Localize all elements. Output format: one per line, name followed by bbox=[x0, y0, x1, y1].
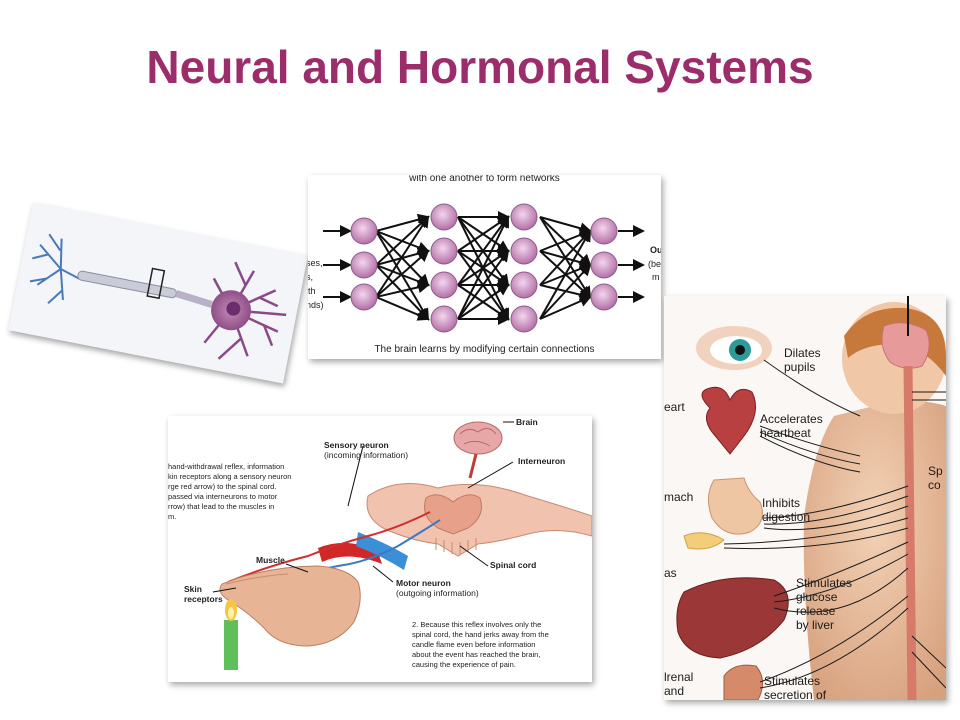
label-stomach-fragment: mach bbox=[664, 490, 694, 504]
step1-line-2: kin receptors along a sensory neuron bbox=[168, 472, 292, 481]
label-stimulates-1: Stimulates bbox=[796, 576, 853, 590]
network-neurons bbox=[350, 203, 618, 333]
step1-line-1: hand-withdrawal reflex, information bbox=[168, 462, 285, 471]
neural-network-diagram: with one another to form networks bbox=[308, 175, 661, 359]
step2-line-2: spinal cord, the hand jerks away from th… bbox=[412, 630, 549, 639]
sensory-pathway bbox=[227, 511, 431, 583]
step1-line-5: rrow) that lead to the muscles in bbox=[168, 502, 275, 511]
label-skin-receptors-2: receptors bbox=[184, 594, 223, 604]
step1-line-3: rge red arrow) to the spinal cord. bbox=[168, 482, 277, 491]
eye-illustration bbox=[696, 326, 772, 370]
brain-highlight bbox=[881, 322, 930, 369]
candle-illustration bbox=[224, 599, 238, 670]
label-sensory-neuron-sub: (incoming information) bbox=[324, 450, 409, 460]
network-left-fragment-2: s, bbox=[308, 272, 314, 282]
neuron-drawing bbox=[29, 233, 287, 360]
step2-line-5: causing the experience of pain. bbox=[412, 660, 516, 669]
stomach-illustration bbox=[708, 477, 763, 535]
step2-line-1: 2. Because this reflex involves only the bbox=[412, 620, 542, 629]
step1-line-6: m. bbox=[168, 512, 177, 521]
label-release: release bbox=[796, 604, 836, 618]
axon-highlight-box bbox=[146, 267, 166, 300]
label-heartbeat: heartbeat bbox=[760, 426, 811, 440]
label-spinal-cord: Spinal cord bbox=[490, 560, 537, 570]
network-left-fragment-1: ses, bbox=[308, 258, 323, 268]
label-adrenal-fragment-2: and bbox=[664, 684, 685, 698]
label-spinal-fragment-1: Sp bbox=[928, 464, 943, 478]
step2-line-3: candle flame even before information bbox=[412, 640, 536, 649]
label-stimulates-2: Stimulates bbox=[764, 674, 821, 688]
nucleus bbox=[226, 301, 241, 316]
label-accelerates: Accelerates bbox=[760, 412, 823, 426]
label-skin-receptors-1: Skin bbox=[184, 584, 202, 594]
label-pupils: pupils bbox=[784, 360, 816, 374]
neuron-illustration bbox=[8, 202, 308, 384]
step2-line-4: about the event has reached the brain, bbox=[412, 650, 541, 659]
label-brain: Brain bbox=[516, 417, 538, 427]
label-secretion-of: secretion of bbox=[764, 688, 827, 700]
pancreas-illustration bbox=[683, 532, 725, 550]
label-motor-neuron: Motor neuron bbox=[396, 578, 451, 588]
label-sensory-neuron: Sensory neuron bbox=[324, 440, 389, 450]
autonomic-body-diagram: Dilates pupils eart Accelerates heartbea… bbox=[664, 296, 946, 700]
network-connections bbox=[323, 211, 645, 325]
label-motor-neuron-sub: (outgoing information) bbox=[396, 588, 479, 598]
reflex-drawing bbox=[212, 421, 592, 670]
motor-arrow bbox=[356, 532, 408, 570]
liver-illustration bbox=[676, 577, 789, 659]
adrenal-illustration bbox=[723, 664, 763, 700]
label-muscle: Muscle bbox=[256, 555, 285, 565]
label-digestion: digestion bbox=[762, 510, 811, 524]
slide-title: Neural and Hormonal Systems bbox=[146, 41, 814, 93]
reflex-arc-diagram: Brain Sensory neuron (incoming informati… bbox=[168, 416, 592, 682]
label-interneuron: Interneuron bbox=[518, 456, 566, 466]
brain-illustration bbox=[453, 421, 503, 479]
label-glucose: glucose bbox=[796, 590, 838, 604]
network-right-fragment-2: (be bbox=[648, 259, 661, 269]
label-adrenal-fragment-1: lrenal bbox=[664, 670, 694, 684]
network-graph bbox=[323, 203, 645, 333]
axon-hillock bbox=[175, 290, 213, 308]
label-by-liver: by liver bbox=[796, 618, 835, 632]
heart-illustration bbox=[701, 386, 757, 455]
network-bottom-caption: The brain learns by modifying certain co… bbox=[374, 344, 595, 355]
label-pancreas-fragment: as bbox=[664, 566, 677, 580]
label-spinal-fragment-2: co bbox=[928, 478, 941, 492]
network-left-fragment-3: ith bbox=[308, 286, 316, 296]
autonomic-pathway-lines bbox=[723, 359, 946, 689]
hand-illustration bbox=[219, 565, 361, 647]
network-right-fragment-3: m bbox=[652, 272, 660, 282]
torso bbox=[803, 401, 946, 700]
network-left-fragment-4: nds) bbox=[308, 300, 324, 310]
label-inhibits: Inhibits bbox=[762, 496, 801, 510]
label-heart-fragment: eart bbox=[664, 400, 685, 414]
spinal-cord-stripes bbox=[435, 538, 477, 554]
spinal-cord-section bbox=[366, 483, 592, 557]
label-dilates: Dilates bbox=[784, 346, 821, 360]
body-drawing bbox=[676, 296, 946, 700]
network-right-fragment-1: Ou bbox=[650, 245, 661, 255]
reflex-leader-lines bbox=[212, 421, 514, 593]
network-top-caption: with one another to form networks bbox=[409, 175, 560, 184]
step1-line-4: passed via interneurons to motor bbox=[168, 492, 278, 501]
spinal-column bbox=[903, 365, 917, 700]
axon-terminals bbox=[29, 233, 80, 304]
